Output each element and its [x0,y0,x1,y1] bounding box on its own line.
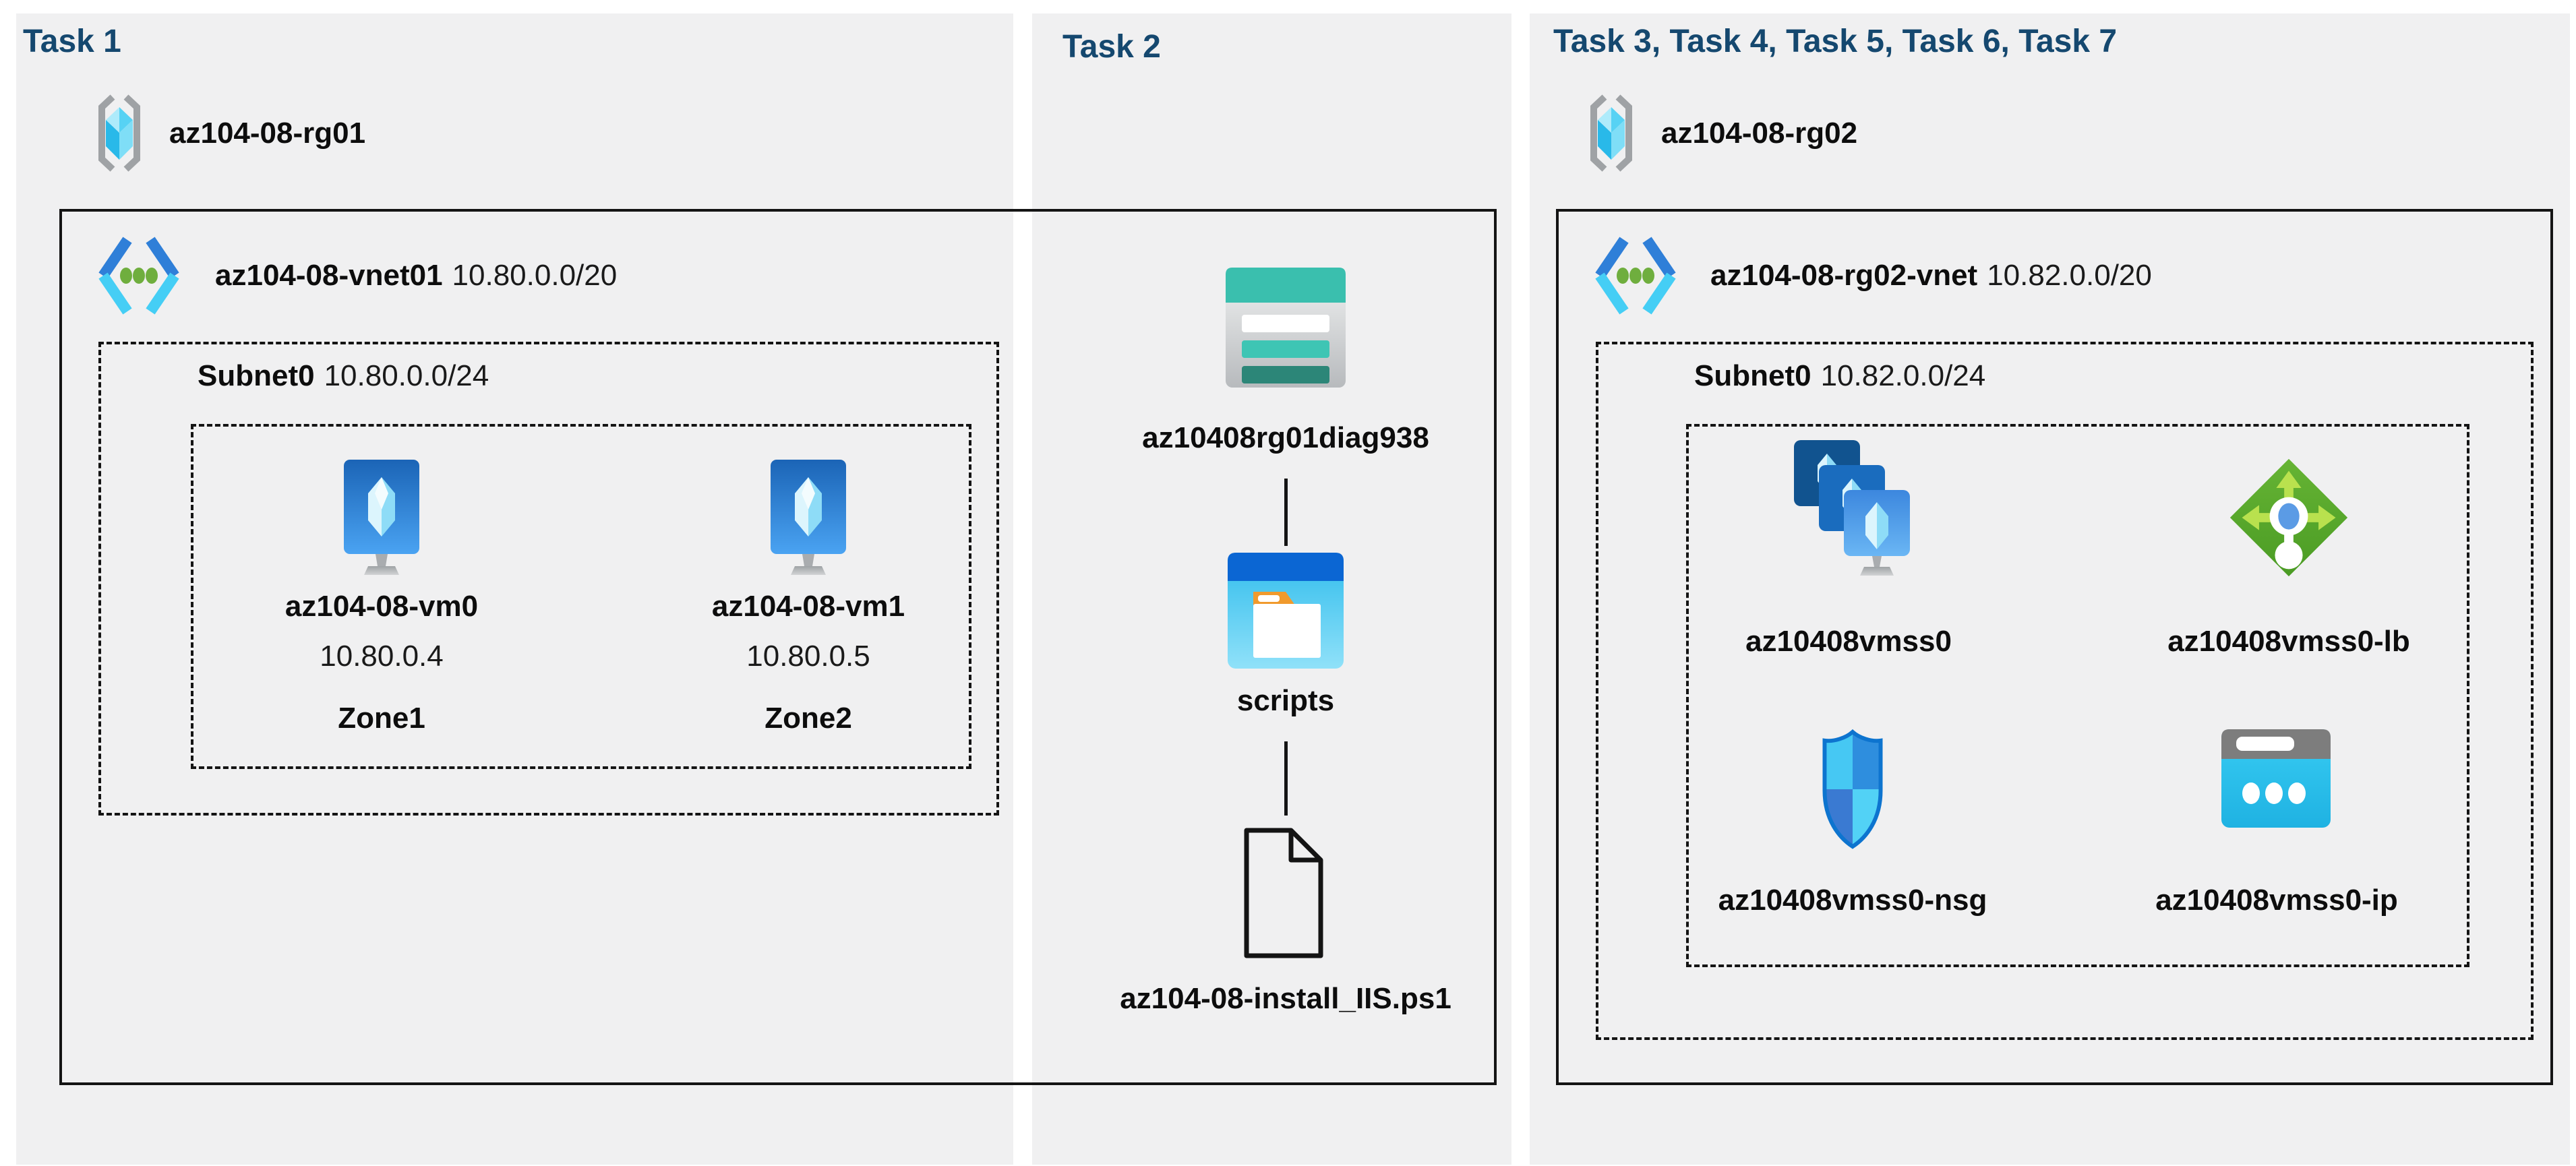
vnet1-box [59,209,1497,1085]
vnet1-cidr: 10.80.0.0/20 [452,259,618,292]
public-ip-label: az10408vmss0-ip [2155,884,2398,917]
storage-account-icon [1226,268,1346,388]
scripts-folder-label: scripts [1236,684,1335,717]
vm1-zone: Zone2 [765,702,852,735]
vmss-label: az10408vmss0 [1745,625,1952,658]
resource-group-label: az104-08-rg01 [169,117,366,150]
connector-folder-to-file [1284,741,1288,816]
vnet2-cidr: 10.82.0.0/20 [1987,259,2152,292]
vnet1-name: az104-08-vnet01 [215,259,443,292]
connector-storage-to-folder [1284,479,1288,546]
subnet1-cidr: 10.80.0.0/24 [324,359,489,392]
resource-group2-label: az104-08-rg02 [1661,117,1858,150]
subnet2-cidr: 10.82.0.0/24 [1820,359,1986,392]
virtual-network-icon [94,235,184,317]
vm0-name: az104-08-vm0 [284,590,479,623]
resource-group-icon [1586,94,1637,173]
subnet2-name: Subnet0 [1694,359,1811,392]
task1-title: Task 1 [23,24,121,59]
vnet2-box [1556,209,2553,1085]
virtual-machine-icon [342,460,421,577]
subnet1-box [98,342,999,816]
public-ip-icon [2221,729,2331,828]
task1-panel [16,13,1013,1165]
subnet1-label: Subnet0 10.80.0.0/24 [198,361,489,391]
vm0-zone: Zone1 [338,702,425,735]
vm1-name: az104-08-vm1 [711,590,905,623]
subnet1-name: Subnet0 [198,359,315,392]
subnet2-label: Subnet0 10.82.0.0/24 [1694,361,1985,391]
vmss-group-box [1686,424,2469,967]
vnet1-label: az104-08-vnet01 10.80.0.0/20 [215,261,617,290]
virtual-network-icon [1590,235,1681,317]
script-file-icon [1241,826,1326,960]
vnet2-name: az104-08-rg02-vnet [1710,259,1978,292]
network-security-group-icon [1819,729,1886,849]
subnet2-box [1596,342,2534,1040]
task3-title: Task 3, Task 4, Task 5, Task 6, Task 7 [1553,24,2118,59]
script-file-label: az104-08-install_IIS.ps1 [1120,982,1451,1015]
task3-panel [1530,13,2570,1165]
nsg-label: az10408vmss0-nsg [1718,884,1987,917]
load-balancer-label: az10408vmss0-lb [2167,625,2410,658]
task2-title: Task 2 [1062,29,1161,65]
vm1-ip: 10.80.0.5 [746,640,870,673]
storage-account-label: az10408rg01diag938 [1142,421,1429,454]
scripts-folder-icon [1228,553,1344,669]
resource-group-icon [94,94,145,173]
vm-group-box [191,424,971,769]
vnet2-label: az104-08-rg02-vnet 10.82.0.0/20 [1710,261,2152,290]
load-balancer-icon [2226,455,2352,580]
virtual-machine-icon [769,460,847,577]
vm-scale-set-icon [1794,440,1910,576]
vm0-ip: 10.80.0.4 [320,640,444,673]
